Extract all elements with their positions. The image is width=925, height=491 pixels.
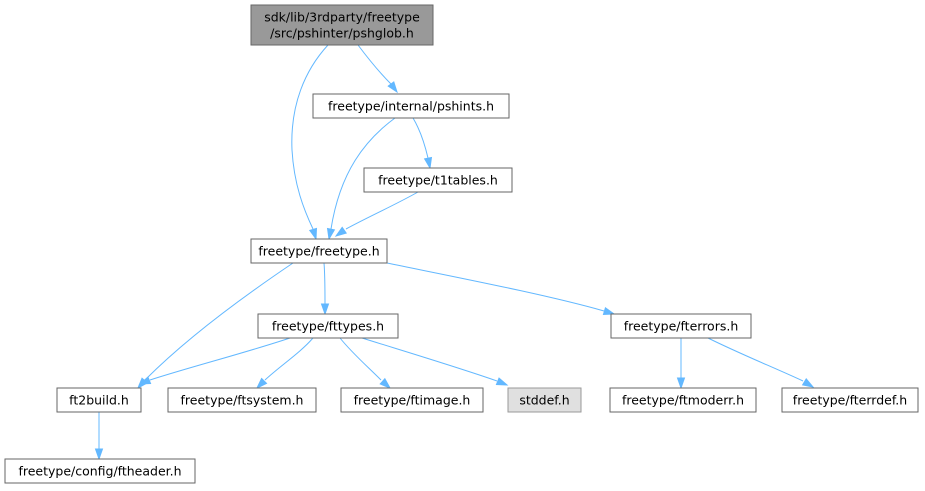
- node-label: freetype/config/ftheader.h: [18, 464, 181, 479]
- edge-line: [357, 44, 392, 85]
- node-root[interactable]: sdk/lib/3rdparty/freetype/src/pshinter/p…: [250, 4, 434, 46]
- node-box: [507, 387, 582, 413]
- node-box: [312, 93, 510, 119]
- node-label: freetype/freetype.h: [258, 244, 379, 259]
- edge-pshints-to-freetype: [326, 117, 396, 241]
- node-label: freetype/fterrors.h: [624, 319, 739, 334]
- arrowhead-icon: [676, 377, 686, 390]
- node-label: freetype/fttypes.h: [272, 319, 384, 334]
- edge-line: [361, 337, 498, 382]
- node-label: freetype/ftsystem.h: [181, 393, 304, 408]
- node-pshints[interactable]: freetype/internal/pshints.h: [312, 93, 510, 119]
- edge-line: [291, 44, 329, 230]
- arrowhead-icon: [423, 156, 433, 170]
- edge-line: [264, 337, 314, 381]
- node-fterrors[interactable]: freetype/fterrors.h: [610, 313, 752, 339]
- graph-nodes: sdk/lib/3rdparty/freetype/src/pshinter/p…: [4, 4, 919, 484]
- node-ftimage[interactable]: freetype/ftimage.h: [340, 387, 484, 413]
- node-box: [609, 387, 757, 413]
- edge-fttypes-to-ft2build: [138, 337, 291, 385]
- edge-line: [345, 191, 419, 230]
- node-label: freetype/t1tables.h: [378, 173, 498, 188]
- node-label: freetype/ftimage.h: [354, 393, 471, 408]
- node-box: [4, 458, 196, 484]
- node-label: freetype/ftmoderr.h: [622, 393, 744, 408]
- edge-line: [386, 262, 605, 312]
- node-box: [340, 387, 484, 413]
- node-fttypes[interactable]: freetype/fttypes.h: [257, 313, 399, 339]
- node-box: [250, 4, 434, 46]
- edge-t1tables-to-freetype: [334, 191, 419, 237]
- edge-line: [149, 337, 291, 381]
- node-label: /src/pshinter/pshglob.h: [270, 26, 414, 41]
- edge-fttypes-to-stddef: [361, 337, 509, 386]
- arrowhead-icon: [801, 377, 815, 388]
- edge-freetype-to-fttypes: [320, 262, 330, 316]
- arrowhead-icon: [255, 377, 268, 390]
- arrowhead-icon: [326, 227, 336, 241]
- edge-root-to-pshints: [357, 44, 398, 94]
- arrowhead-icon: [334, 226, 348, 237]
- arrowhead-icon: [602, 306, 616, 316]
- node-freetype[interactable]: freetype/freetype.h: [250, 238, 388, 264]
- edge-line: [707, 337, 804, 382]
- arrowhead-icon: [94, 448, 104, 461]
- edge-pshints-to-t1tables: [412, 117, 433, 170]
- graph-edges: [94, 44, 815, 461]
- node-ftsystem[interactable]: freetype/ftsystem.h: [167, 387, 317, 413]
- node-box: [250, 238, 388, 264]
- node-box: [257, 313, 399, 339]
- edge-fterrors-to-fterrdef: [707, 337, 815, 388]
- node-ftheader[interactable]: freetype/config/ftheader.h: [4, 458, 196, 484]
- node-ft2build[interactable]: ft2build.h: [56, 387, 142, 413]
- arrowhead-icon: [138, 376, 152, 385]
- node-box: [781, 387, 919, 413]
- arrowhead-icon: [320, 303, 330, 316]
- node-label: freetype/fterrdef.h: [793, 393, 907, 408]
- node-label: freetype/internal/pshints.h: [328, 99, 494, 114]
- edge-line: [330, 117, 396, 230]
- edge-line: [323, 262, 326, 305]
- edge-line: [145, 262, 294, 380]
- node-box: [363, 167, 513, 193]
- node-box: [167, 387, 317, 413]
- arrowhead-icon: [379, 377, 392, 390]
- node-t1tables[interactable]: freetype/t1tables.h: [363, 167, 513, 193]
- node-stddef[interactable]: stddef.h: [507, 387, 582, 413]
- node-label: sdk/lib/3rdparty/freetype: [264, 10, 420, 25]
- arrowhead-icon: [387, 81, 398, 94]
- arrowhead-icon: [495, 377, 509, 386]
- edge-fterrors-to-ftmoderr: [676, 337, 686, 390]
- edge-fttypes-to-ftimage: [339, 337, 392, 390]
- node-box: [56, 387, 142, 413]
- edge-ft2build-to-ftheader: [94, 411, 104, 461]
- edge-line: [339, 337, 382, 381]
- arrowhead-icon: [308, 227, 318, 241]
- edge-fttypes-to-ftsystem: [255, 337, 314, 390]
- edge-root-to-freetype: [291, 44, 329, 241]
- node-label: stddef.h: [519, 393, 569, 408]
- node-label: ft2build.h: [69, 393, 129, 408]
- node-fterrdef[interactable]: freetype/fterrdef.h: [781, 387, 919, 413]
- node-box: [610, 313, 752, 339]
- edge-freetype-to-fterrors: [386, 262, 616, 316]
- node-ftmoderr[interactable]: freetype/ftmoderr.h: [609, 387, 757, 413]
- edge-line: [412, 117, 429, 159]
